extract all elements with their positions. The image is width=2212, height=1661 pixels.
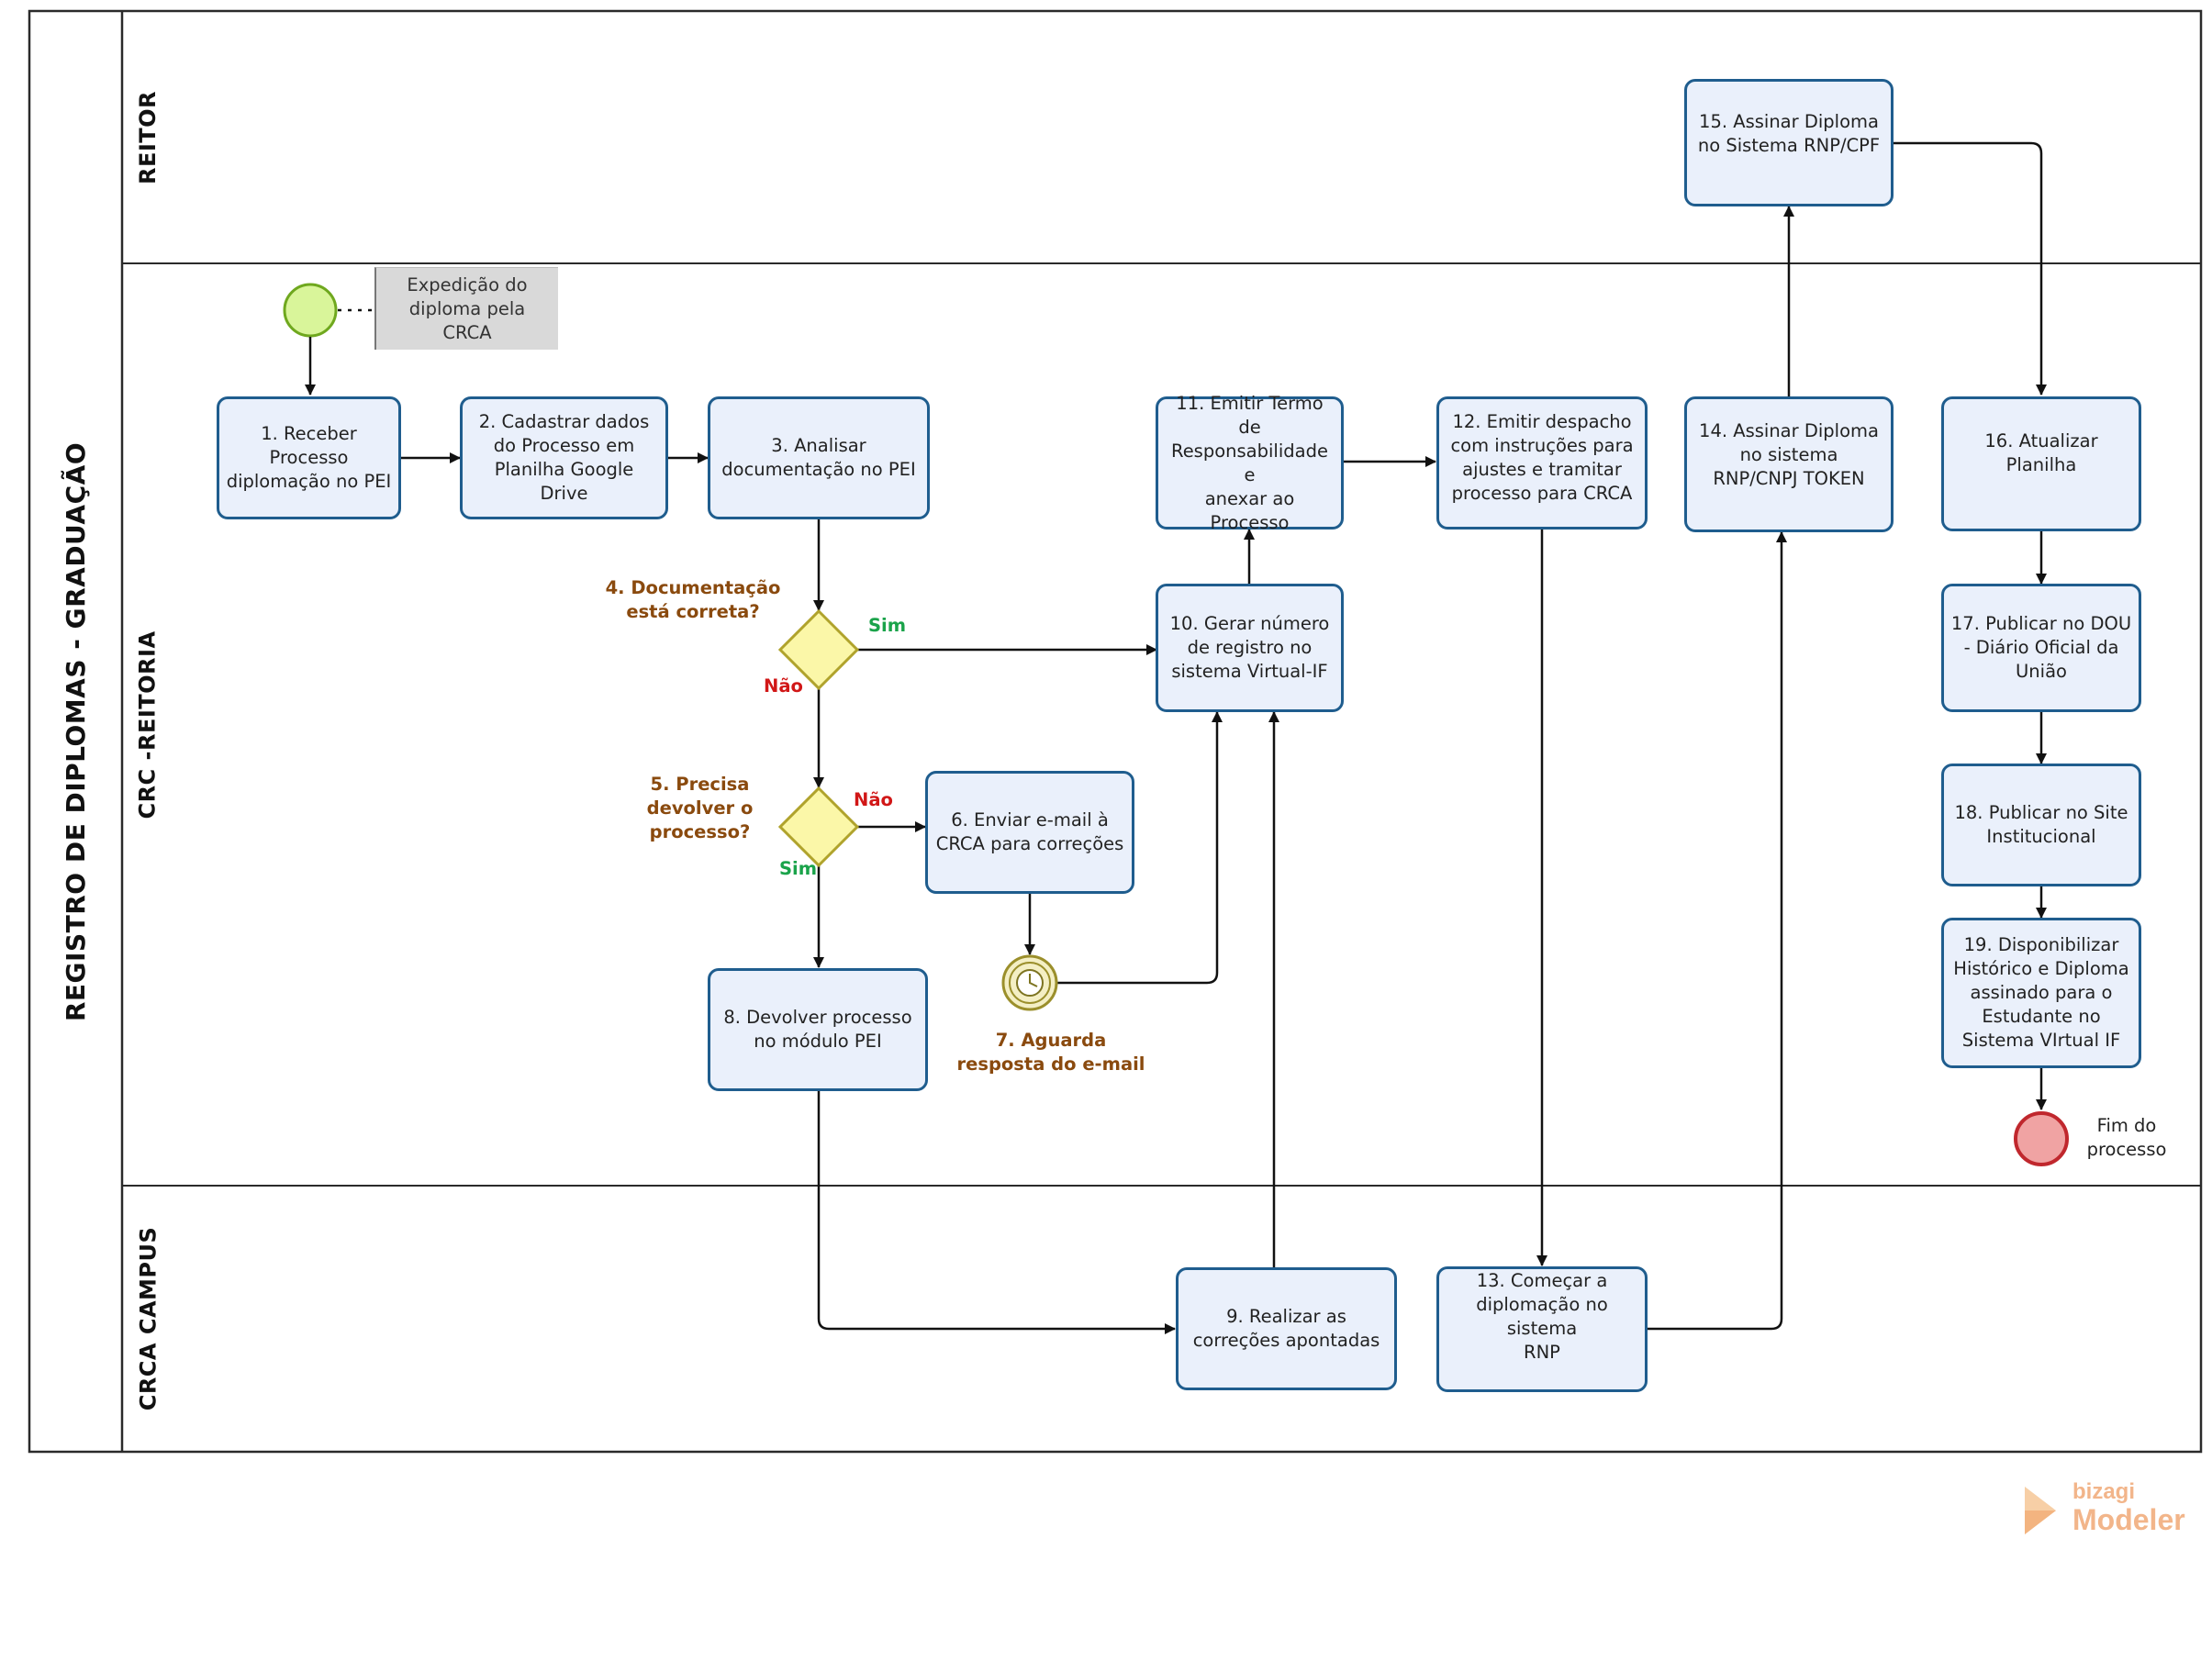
flow-label-g4-nao: Não [764, 675, 803, 697]
flow-timer-t10 [1057, 711, 1223, 985]
task-17-publicar-dou[interactable]: 17. Publicar no DOU - Diário Oficial da … [1941, 584, 2141, 712]
bizagi-logo-icon [2025, 1487, 2056, 1534]
gateway-5-label: 5. Precisa devolver o processo? [646, 774, 754, 842]
flow-t15-t16 [1891, 141, 2047, 396]
lane-label-crc: CRC -REITORIA [135, 630, 161, 819]
gateway-4-label: 4. Documentação está correta? [605, 577, 781, 622]
pool-title: REGISTRO DE DIPLOMAS - GRADUAÇÃO [29, 11, 122, 1452]
task-10-gerar-numero-registro[interactable]: 10. Gerar número de registro no sistema … [1156, 584, 1344, 712]
flow-label-g5-nao: Não [854, 789, 893, 810]
flow-t8-t9 [817, 1091, 1176, 1334]
task-11-emitir-termo[interactable]: 11. Emitir Termo de Responsabilidade e a… [1156, 393, 1344, 533]
flow-label-g4-sim: Sim [868, 615, 907, 636]
task-6-enviar-email[interactable]: 6. Enviar e-mail à CRCA para correções [925, 771, 1134, 894]
brand-bottom-text: Modeler [2072, 1503, 2185, 1536]
task-1-receber-processo[interactable]: 1. Receber Processo diplomação no PEI [217, 396, 401, 519]
task-13-comecar-diplomacao[interactable]: 13. Começar a diplomação no sistema RNP [1436, 1266, 1648, 1392]
lane-label-reitor: REITOR [135, 90, 161, 184]
flow-t13-t14 [1647, 531, 1787, 1331]
flow-label-g5-sim: Sim [779, 858, 818, 879]
start-annotation: Expedição do diploma pela CRCA [374, 267, 558, 350]
gateway-5[interactable] [777, 786, 860, 868]
bizagi-modeler-logo: bizagi Modeler [2019, 1479, 2203, 1553]
timer-event[interactable] [1001, 954, 1058, 1011]
pool-border [28, 9, 2203, 1454]
task-12-emitir-despacho[interactable]: 12. Emitir despacho com instruções para … [1436, 396, 1648, 530]
task-9-realizar-correcoes[interactable]: 9. Realizar as correções apontadas [1176, 1267, 1397, 1390]
pool-title-text: REGISTRO DE DIPLOMAS - GRADUAÇÃO [61, 441, 91, 1021]
task-16-atualizar-planilha[interactable]: 16. Atualizar Planilha [1941, 396, 2141, 531]
task-3-analisar-documentacao[interactable]: 3. Analisar documentação no PEI [708, 396, 930, 519]
start-event[interactable] [283, 283, 338, 338]
end-event[interactable] [2014, 1111, 2069, 1166]
gateway-4[interactable] [777, 608, 860, 691]
task-19-disponibilizar-historico[interactable]: 19. Disponibilizar Histórico e Diploma a… [1941, 918, 2141, 1068]
brand-top-text: bizagi [2072, 1479, 2136, 1504]
task-18-publicar-site[interactable]: 18. Publicar no Site Institucional [1941, 764, 2141, 886]
end-event-label: Fim do processo [2086, 1115, 2167, 1160]
task-8-devolver-processo[interactable]: 8. Devolver processo no módulo PEI [708, 968, 928, 1091]
task-2-cadastrar-dados[interactable]: 2. Cadastrar dados do Processo em Planil… [460, 396, 668, 519]
timer-event-label: 7. Aguarda resposta do e-mail [956, 1030, 1145, 1075]
task-15-assinar-diploma-cpf[interactable]: 15. Assinar Diploma no Sistema RNP/CPF [1684, 79, 1894, 206]
lane-label-crca: CRCA CAMPUS [135, 1226, 162, 1411]
task-14-assinar-diploma-cnpj[interactable]: 14. Assinar Diploma no sistema RNP/CNPJ … [1684, 396, 1894, 532]
